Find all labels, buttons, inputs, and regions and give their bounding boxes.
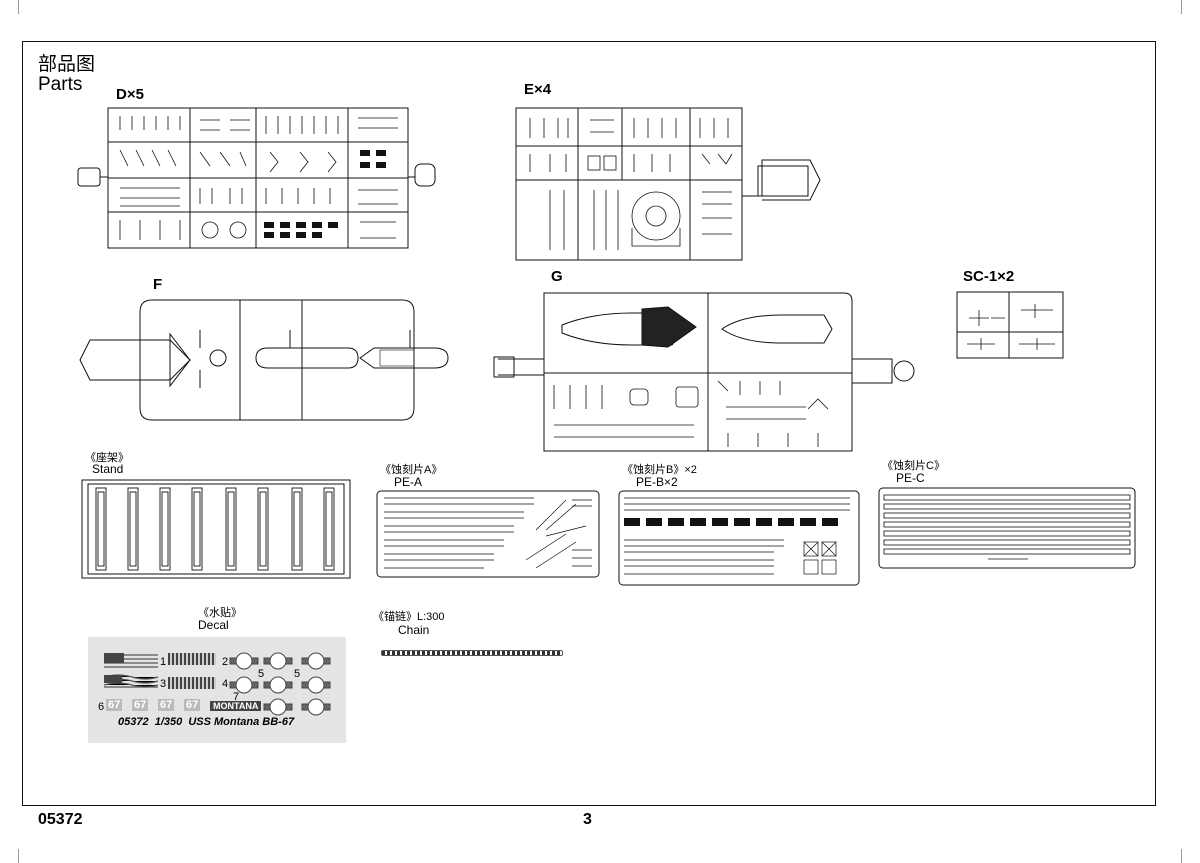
sprue-g-drawing [493, 292, 915, 452]
hull-number: 67 [158, 699, 175, 711]
footer-code: 05372 [38, 811, 83, 828]
title-en: Parts [38, 74, 83, 95]
decal-number: 4 [222, 678, 229, 690]
decal-number: 6 [98, 701, 105, 713]
stand-drawing [81, 479, 351, 579]
stand-label-cn: 《座架》 [85, 452, 129, 464]
crop-mark [1181, 849, 1200, 863]
sprue-d-drawing [77, 107, 436, 249]
chain-label-en: Chain [398, 623, 430, 637]
pe-b-label-en: PE-B×2 [636, 475, 678, 489]
pe-b-label-cn: 《蚀刻片B》×2 [622, 464, 697, 476]
decal-number: 3 [160, 678, 167, 690]
pe-a-label-en: PE-A [394, 475, 423, 489]
hull-number: 67 [106, 699, 123, 711]
title-cn: 部品图 [38, 54, 96, 75]
sprue-f-drawing [79, 299, 449, 421]
decal-number: 7 [233, 691, 240, 703]
sprue-d-label: D×5 [116, 86, 144, 103]
sprue-e-label: E×4 [524, 81, 552, 98]
pe-c-drawing [878, 487, 1136, 569]
page-number: 3 [583, 811, 592, 828]
pe-a-drawing [376, 490, 600, 578]
sprue-f-label: F [153, 276, 163, 293]
sprue-sc1-label: SC-1×2 [963, 268, 1015, 285]
hull-number: 67 [184, 699, 201, 711]
decal-number: 1 [160, 656, 167, 668]
decal-number: 5 [258, 668, 265, 680]
decal-label-en: Decal [198, 618, 229, 632]
name-plate: MONTANA [210, 701, 262, 711]
decal-caption: 05372 1/350 USS Montana BB-67 [118, 716, 295, 728]
hull-number: 67 [132, 699, 149, 711]
sprue-sc1-drawing [956, 291, 1064, 359]
crop-mark [0, 849, 19, 863]
flag-icon [103, 653, 159, 688]
crop-mark [1181, 0, 1200, 14]
chain-label-cn: 《锚链》L:300 [373, 611, 445, 623]
crop-mark [0, 0, 19, 14]
pe-b-drawing [618, 490, 860, 586]
sprue-e-drawing [515, 107, 821, 261]
pe-c-label-en: PE-C [896, 471, 925, 485]
stand-label-en: Stand [92, 462, 124, 476]
star-insignia-icon [229, 652, 331, 716]
pe-a-label-cn: 《蚀刻片A》 [380, 464, 443, 476]
anchor-chain [381, 650, 563, 656]
page-frame [22, 41, 1156, 806]
decal-strip [168, 677, 216, 689]
decal-label-cn: 《水贴》 [198, 607, 242, 619]
decal-number: 2 [222, 656, 229, 668]
decal-strip [168, 653, 216, 665]
decal-sheet: 1 3 2 4 5 5 6 67 67 67 67 7 MONTANA 0537… [88, 637, 346, 743]
decal-number: 5 [294, 668, 301, 680]
pe-c-label-cn: 《蚀刻片C》 [882, 460, 945, 472]
sprue-g-label: G [551, 268, 563, 285]
